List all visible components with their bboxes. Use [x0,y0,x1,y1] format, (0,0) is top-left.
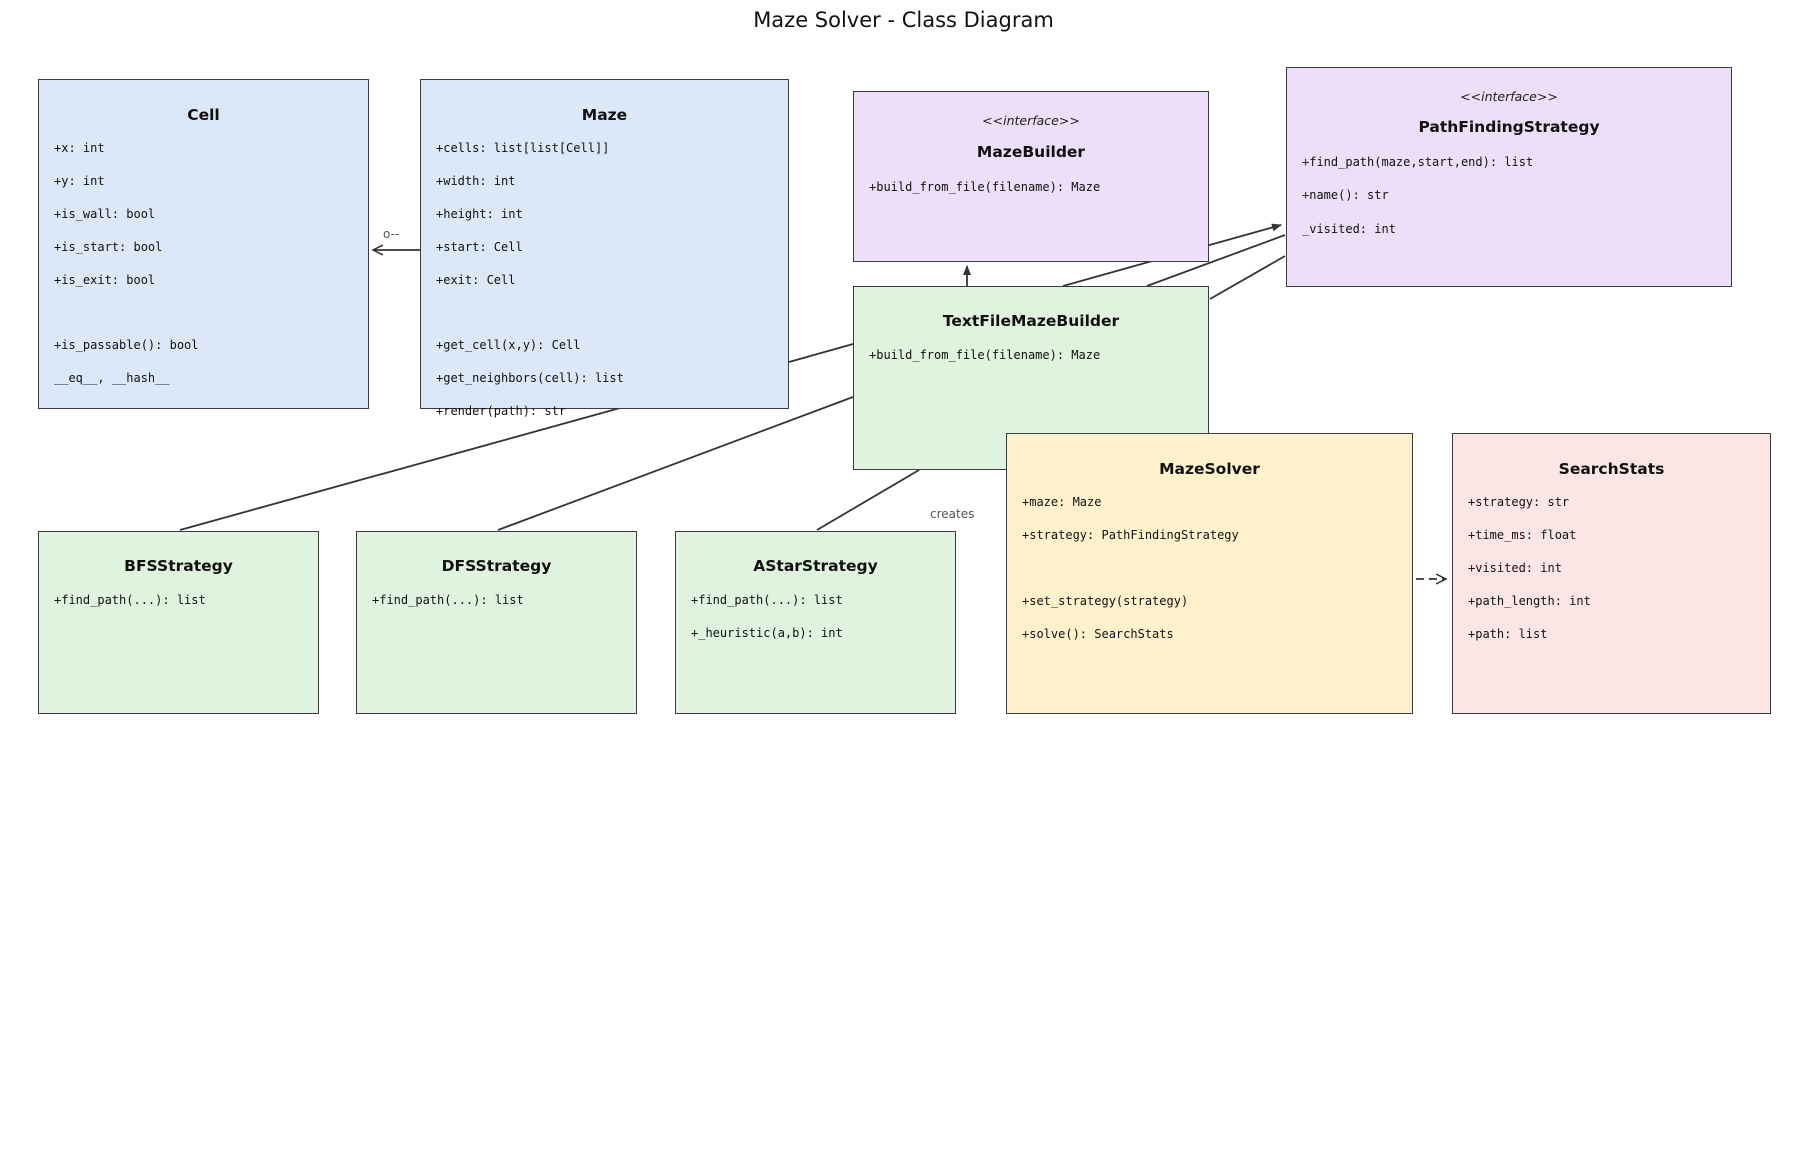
member: +name(): str [1302,188,1389,202]
class-name: MazeBuilder [976,143,1086,161]
class-name: TextFileMazeBuilder [942,312,1120,330]
member: +find_path(...): list [372,593,524,607]
member: +strategy: str [1468,495,1570,509]
class-maze-solver[interactable]: MazeSolver +maze: Maze +strategy: PathFi… [1006,433,1413,714]
member: +find_path(maze,start,end): list [1302,155,1534,169]
member: +_heuristic(a,b): int [691,626,843,640]
edge-textfilebuilder-strategy-lower [1209,255,1286,300]
class-name: Maze [581,106,628,124]
class-maze-builder[interactable]: <<interface>> MazeBuilder +build_from_fi… [853,91,1209,262]
member: +maze: Maze [1022,495,1102,509]
class-bfs-strategy[interactable]: BFSStrategy +find_path(...): list [38,531,319,714]
edge-dfs-realizes-strategy [497,396,854,531]
class-search-stats[interactable]: SearchStats +strategy: str +time_ms: flo… [1452,433,1771,714]
member: +x: int [54,141,105,155]
class-name: DFSStrategy [441,557,552,575]
member: +is_start: bool [54,240,163,254]
member: +strategy: PathFindingStrategy [1022,528,1239,542]
class-name: MazeSolver [1159,460,1260,478]
member: +get_cell(x,y): Cell [436,338,581,352]
member: +build_from_file(filename): Maze [869,180,1101,194]
class-name: Cell [187,106,220,124]
member: __eq__, __hash__ [54,371,170,385]
edge-bfs-realizes-strategy [179,407,621,531]
member: +is_passable(): bool [54,338,199,352]
class-name: BFSStrategy [124,557,233,575]
class-name: SearchStats [1558,460,1665,478]
stereotype: <<interface>> [1460,89,1558,104]
member: +get_neighbors(cell): list [436,371,624,385]
member: _visited: int [1302,222,1396,236]
member: +visited: int [1468,561,1562,575]
member: +build_from_file(filename): Maze [869,348,1101,362]
class-astar-strategy[interactable]: AStarStrategy +find_path(...): list +_he… [675,531,956,714]
class-path-finding-strategy[interactable]: <<interface>> PathFindingStrategy +find_… [1286,67,1732,287]
member: +path: list [1468,627,1548,641]
class-name: PathFindingStrategy [1418,118,1600,136]
edge-textfilebuilder-strategy-upper [1146,234,1286,287]
member: +is_wall: bool [54,207,156,221]
member: +find_path(...): list [54,593,206,607]
member: +y: int [54,174,105,188]
aggregation-label: o-- [383,227,400,241]
member: +solve(): SearchStats [1022,627,1174,641]
member: +exit: Cell [436,273,516,287]
stereotype: <<interface>> [982,113,1080,128]
class-name: AStarStrategy [753,557,878,575]
diagram-title: Maze Solver - Class Diagram [753,8,1054,32]
class-maze[interactable]: Maze +cells: list[list[Cell]] +width: in… [420,79,789,418]
edge-maze-to-textfilebuilder [788,343,854,363]
member: +render(path): str [436,404,567,418]
member: +is_exit: bool [54,273,156,287]
member: +cells: list[list[Cell]] [436,141,610,155]
class-cell[interactable]: Cell +x: int +y: int +is_wall: bool +is_… [38,79,369,409]
member: +path_length: int [1468,594,1591,608]
member: +set_strategy(strategy) [1022,594,1189,608]
member: +height: int [436,207,523,221]
edge-astar-realizes-strategy [816,469,920,531]
creates-label: creates [930,507,975,521]
member: +time_ms: float [1468,528,1577,542]
class-dfs-strategy[interactable]: DFSStrategy +find_path(...): list [356,531,637,714]
member: +width: int [436,174,516,188]
member: +start: Cell [436,240,523,254]
member: +find_path(...): list [691,593,843,607]
